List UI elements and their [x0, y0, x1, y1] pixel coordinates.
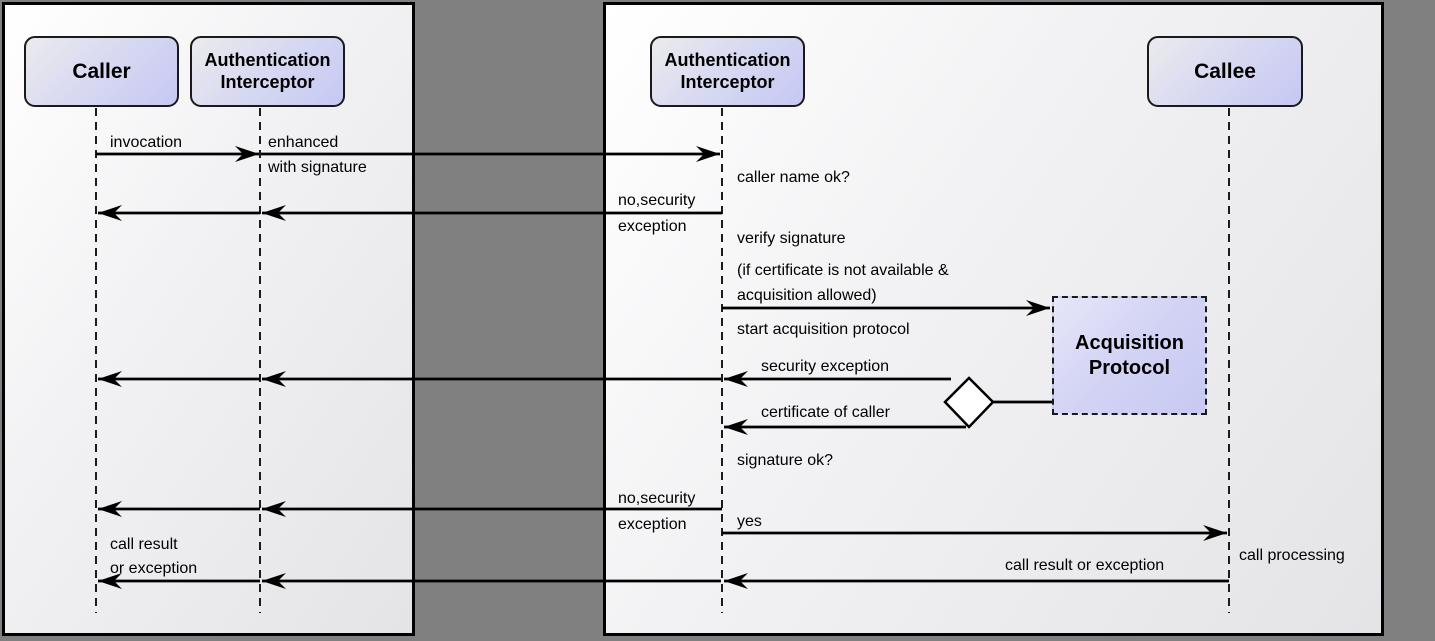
- message-label-certificate-of-caller: certificate of caller: [761, 404, 890, 421]
- message-label-enhanced-with-signature: enhanced with signature: [268, 134, 367, 176]
- message-label-verify-signature: verify signature: [737, 230, 846, 247]
- left-panel: [2, 2, 415, 636]
- message-label-if-certificate-condition: (if certificate is not available & acqui…: [737, 262, 949, 304]
- message-label-call-result-or-exception-left: call result or exception: [110, 536, 198, 577]
- right-panel: [603, 2, 1384, 636]
- message-label-start-acquisition-protocol: start acquisition protocol: [737, 321, 910, 338]
- message-label-caller-name-ok: caller name ok?: [737, 169, 850, 186]
- message-label-no-security-exception-1: no,security exception: [618, 192, 696, 235]
- actor-box-auth-interceptor-left: Authentication Interceptor: [190, 36, 345, 107]
- object-box-acquisition-protocol: Acquisition Protocol: [1052, 296, 1207, 415]
- message-label-invocation: invocation: [110, 134, 183, 151]
- actor-box-callee: Callee: [1147, 36, 1303, 107]
- actor-box-auth-interceptor-right: Authentication Interceptor: [650, 36, 805, 107]
- message-label-signature-ok: signature ok?: [737, 452, 834, 469]
- message-label-security-exception: security exception: [761, 358, 890, 375]
- message-label-no-security-exception-2: no,security exception: [618, 490, 696, 533]
- message-label-yes: yes: [737, 513, 762, 530]
- actor-box-caller: Caller: [24, 36, 179, 107]
- message-label-call-processing: call processing: [1239, 547, 1345, 564]
- alternative-diamond: [943, 376, 995, 429]
- message-label-call-result-or-exception-right: call result or exception: [1005, 557, 1165, 574]
